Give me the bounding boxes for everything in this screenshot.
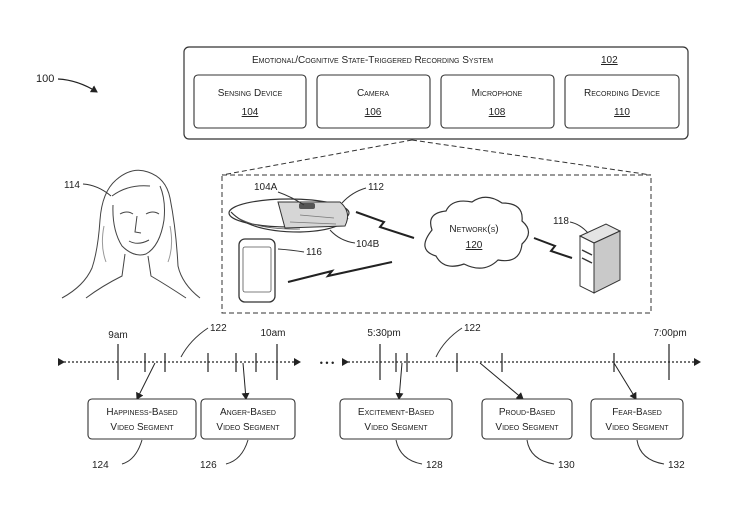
component-ref: 110 (614, 107, 630, 118)
sensor-b-leader (329, 229, 356, 244)
component-label: Sensing Device (218, 88, 283, 99)
component-label: Microphone (472, 88, 523, 99)
segment-leader (225, 439, 249, 465)
phone-icon (238, 238, 276, 303)
timeline-right-end: 7:00pm (653, 328, 686, 339)
headset-leader (341, 187, 367, 204)
figure-ref: 100 (36, 73, 54, 85)
segment-arrow (241, 362, 250, 400)
wireless-link-server (533, 237, 573, 259)
segment-anger: Anger-Based Video Segment (200, 398, 296, 440)
timeline-gap: • • • (320, 358, 334, 368)
segment-ref: 130 (558, 460, 575, 471)
segment-title: Fear-Based (612, 407, 662, 418)
segment-leader (395, 439, 423, 465)
phone-ref: 116 (306, 247, 322, 258)
timeline-left-start: 9am (108, 330, 127, 341)
server-icon (578, 223, 622, 294)
segment-title: Happiness-Based (106, 407, 177, 418)
timeline-right-start: 5:30pm (367, 328, 400, 339)
server-leader (569, 221, 589, 234)
sensor-b-ref: 104B (356, 239, 380, 250)
user-leader (82, 183, 112, 197)
projection-line-left (221, 139, 413, 176)
component-camera: Camera 106 (316, 74, 431, 129)
network-cloud-icon (424, 196, 530, 269)
timeline-left-leader (180, 327, 209, 358)
segment-happiness: Happiness-Based Video Segment (87, 398, 197, 440)
projection-line-right (411, 139, 652, 176)
user-portrait (61, 169, 201, 299)
component-label: Camera (357, 88, 389, 99)
sensor-a-leader (277, 191, 305, 206)
segment-title: Excitement-Based (358, 407, 434, 418)
headset-icon (228, 198, 350, 233)
segment-ref: 126 (200, 460, 217, 471)
segment-proud: Proud-Based Video Segment (481, 398, 573, 440)
server-ref: 118 (553, 216, 569, 227)
timeline-left-end: 10am (260, 328, 285, 339)
segment-subtitle: Video Segment (110, 422, 174, 433)
component-sensing-device: Sensing Device 104 (193, 74, 307, 129)
segment-subtitle: Video Segment (605, 422, 669, 433)
segment-subtitle: Video Segment (495, 422, 559, 433)
sensor-a-ref: 104A (254, 182, 278, 193)
segment-ref: 132 (668, 460, 685, 471)
segment-leader (526, 439, 555, 465)
segment-leader (636, 439, 665, 465)
figure-ref-arrow (57, 78, 98, 93)
network-ref: 120 (466, 240, 483, 251)
segment-ref: 128 (426, 460, 443, 471)
component-ref: 108 (489, 107, 506, 118)
system-ref: 102 (601, 55, 618, 66)
component-label: Recording Device (584, 88, 660, 99)
wireless-link-headset (355, 211, 415, 239)
timeline-left-ref: 122 (210, 323, 227, 334)
network-label: Network(s) (449, 224, 498, 235)
segment-arrow (395, 362, 404, 400)
headset-ref: 112 (368, 182, 384, 193)
segment-arrow (479, 362, 524, 400)
segment-ref: 124 (92, 460, 109, 471)
segment-subtitle: Video Segment (216, 422, 280, 433)
segment-title: Proud-Based (499, 407, 555, 418)
phone-leader (277, 248, 305, 253)
segment-fear: Fear-Based Video Segment (590, 398, 684, 440)
system-title: Emotional/Cognitive State-Triggered Reco… (252, 55, 493, 66)
timeline-right-leader (435, 327, 463, 358)
segment-title: Anger-Based (220, 407, 276, 418)
user-ref: 114 (64, 180, 80, 191)
component-ref: 104 (242, 107, 259, 118)
component-ref: 106 (365, 107, 382, 118)
component-microphone: Microphone 108 (440, 74, 555, 129)
segment-arrow (613, 362, 637, 400)
segment-excitement: Excitement-Based Video Segment (339, 398, 453, 440)
segment-leader (121, 439, 143, 465)
component-recording-device: Recording Device 110 (564, 74, 680, 129)
wireless-link-phone (287, 261, 393, 283)
system-box (183, 46, 689, 140)
timeline-right-ref: 122 (464, 323, 481, 334)
segment-subtitle: Video Segment (364, 422, 428, 433)
segment-arrow (136, 362, 156, 400)
